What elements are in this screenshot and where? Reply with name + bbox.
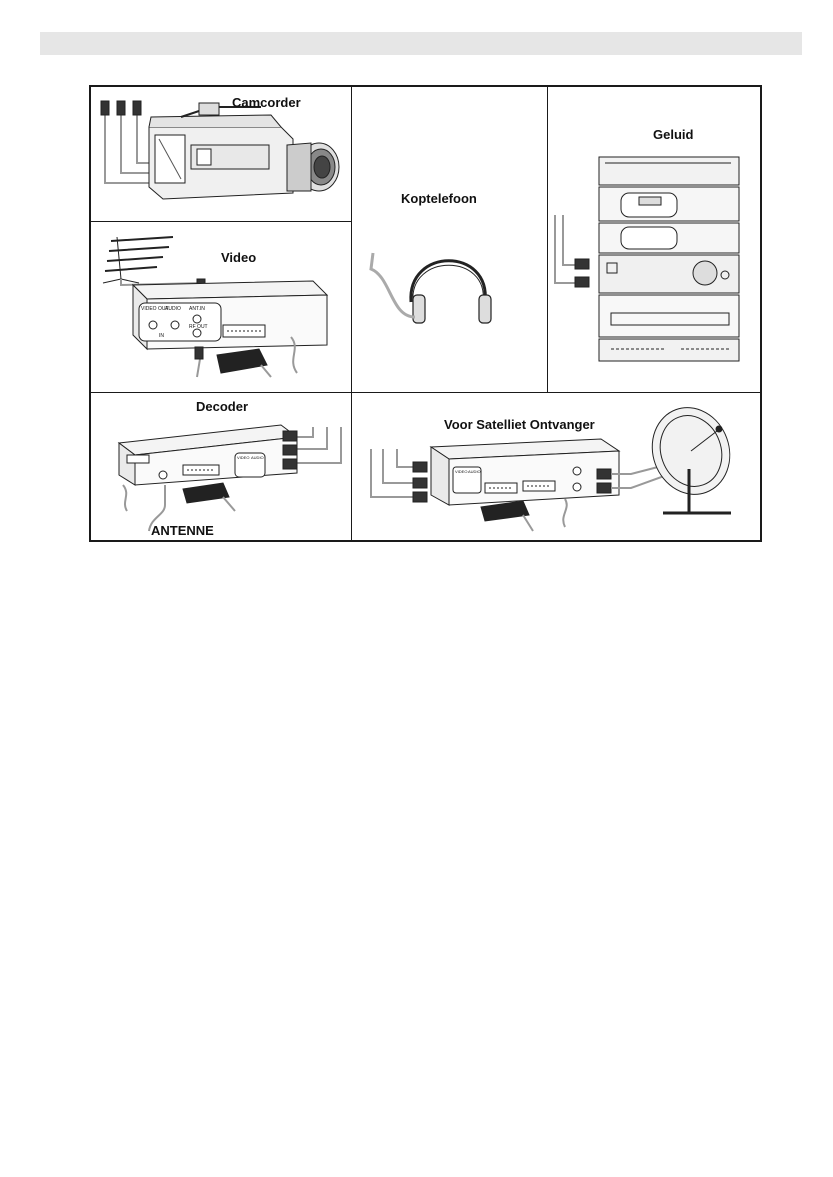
diagram-artwork [91, 87, 762, 542]
header-band [40, 32, 802, 55]
decoder-audio-text: AUDIO [251, 455, 264, 460]
satellite-audio-text: AUDIO [468, 469, 481, 474]
video-illustration [103, 237, 327, 377]
vcr-rf-out-text: RF OUT [189, 324, 208, 330]
vcr-ant-in-text: ANT.IN [189, 306, 205, 312]
label-camcorder: Camcorder [232, 95, 301, 110]
label-video: Video [221, 250, 256, 265]
label-headphones: Koptelefoon [401, 191, 477, 206]
satellite-video-text: VIDEO [455, 469, 467, 474]
camcorder-illustration [101, 101, 339, 199]
label-antenna: ANTENNE [151, 523, 214, 538]
sound-system-illustration [555, 157, 739, 361]
vcr-in-text: IN [159, 333, 164, 339]
decoder-video-text: VIDEO [237, 455, 249, 460]
headphones-illustration [371, 253, 491, 323]
label-decoder: Decoder [196, 399, 248, 414]
label-satellite: Voor Satelliet Ontvanger [444, 417, 595, 432]
vcr-audio-text: AUDIO [165, 306, 181, 312]
connection-diagram: Camcorder Koptelefoon Geluid Video Decod… [89, 85, 762, 542]
decoder-illustration [119, 425, 341, 531]
label-sound: Geluid [653, 127, 693, 142]
